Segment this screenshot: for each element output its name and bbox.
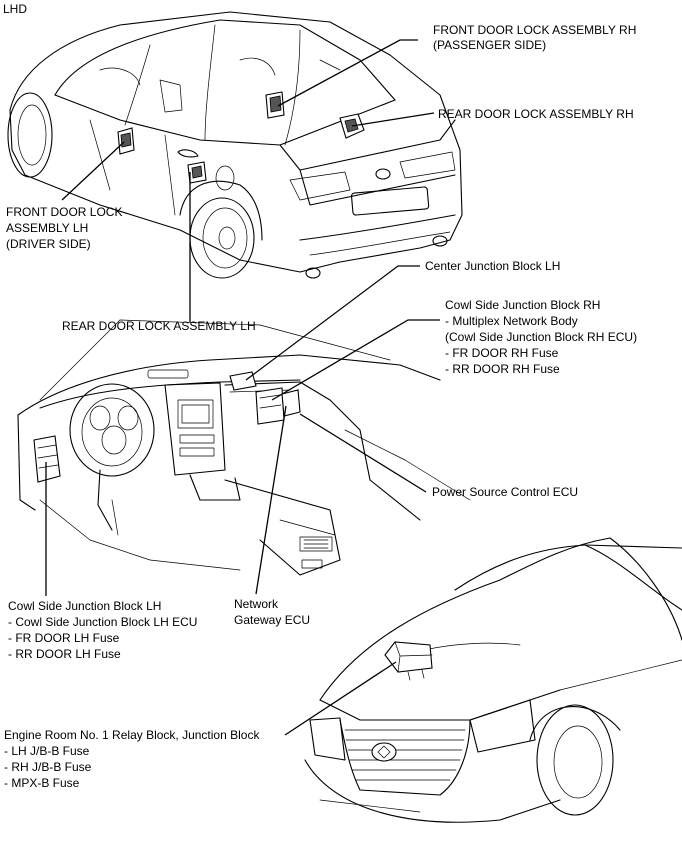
label-cowl-junction-block-lh: Cowl Side Junction Block LH - Cowl Side …	[8, 599, 201, 661]
label-rear-door-lock-lh: REAR DOOR LOCK ASSEMBLY LH	[62, 319, 256, 333]
leader-lines	[45, 39, 440, 736]
lhd-label: LHD	[3, 2, 27, 16]
label-rear-door-lock-rh: REAR DOOR LOCK ASSEMBLY RH	[438, 107, 634, 121]
dashboard-illustration	[17, 319, 471, 576]
rear-car-illustration	[7, 11, 463, 279]
front-car-illustration	[304, 537, 682, 823]
engine-room-relay-block-part	[384, 641, 433, 681]
label-power-source-control-ecu: Power Source Control ECU	[432, 485, 578, 499]
center-junction-block-lh-part	[229, 371, 257, 391]
front-door-lock-rh-part	[265, 91, 285, 119]
label-front-door-lock-lh: FRONT DOOR LOCK ASSEMBLY LH (DRIVER SIDE…	[6, 205, 126, 251]
label-front-door-lock-rh: FRONT DOOR LOCK ASSEMBLY RH (PASSENGER S…	[433, 23, 640, 52]
front-door-lock-lh-part	[117, 127, 135, 155]
cowl-junction-block-rh-part	[255, 387, 285, 425]
label-center-junction-block-lh: Center Junction Block LH	[425, 259, 560, 273]
label-cowl-junction-block-rh: Cowl Side Junction Block RH - Multiplex …	[445, 298, 640, 376]
cowl-junction-block-lh-part	[33, 435, 61, 483]
label-engine-room-relay-block: Engine Room No. 1 Relay Block, Junction …	[4, 728, 263, 790]
network-gateway-ecu-part	[281, 389, 301, 417]
label-network-gateway-ecu: Network Gateway ECU	[234, 597, 310, 627]
rear-door-lock-lh-part	[187, 161, 207, 184]
